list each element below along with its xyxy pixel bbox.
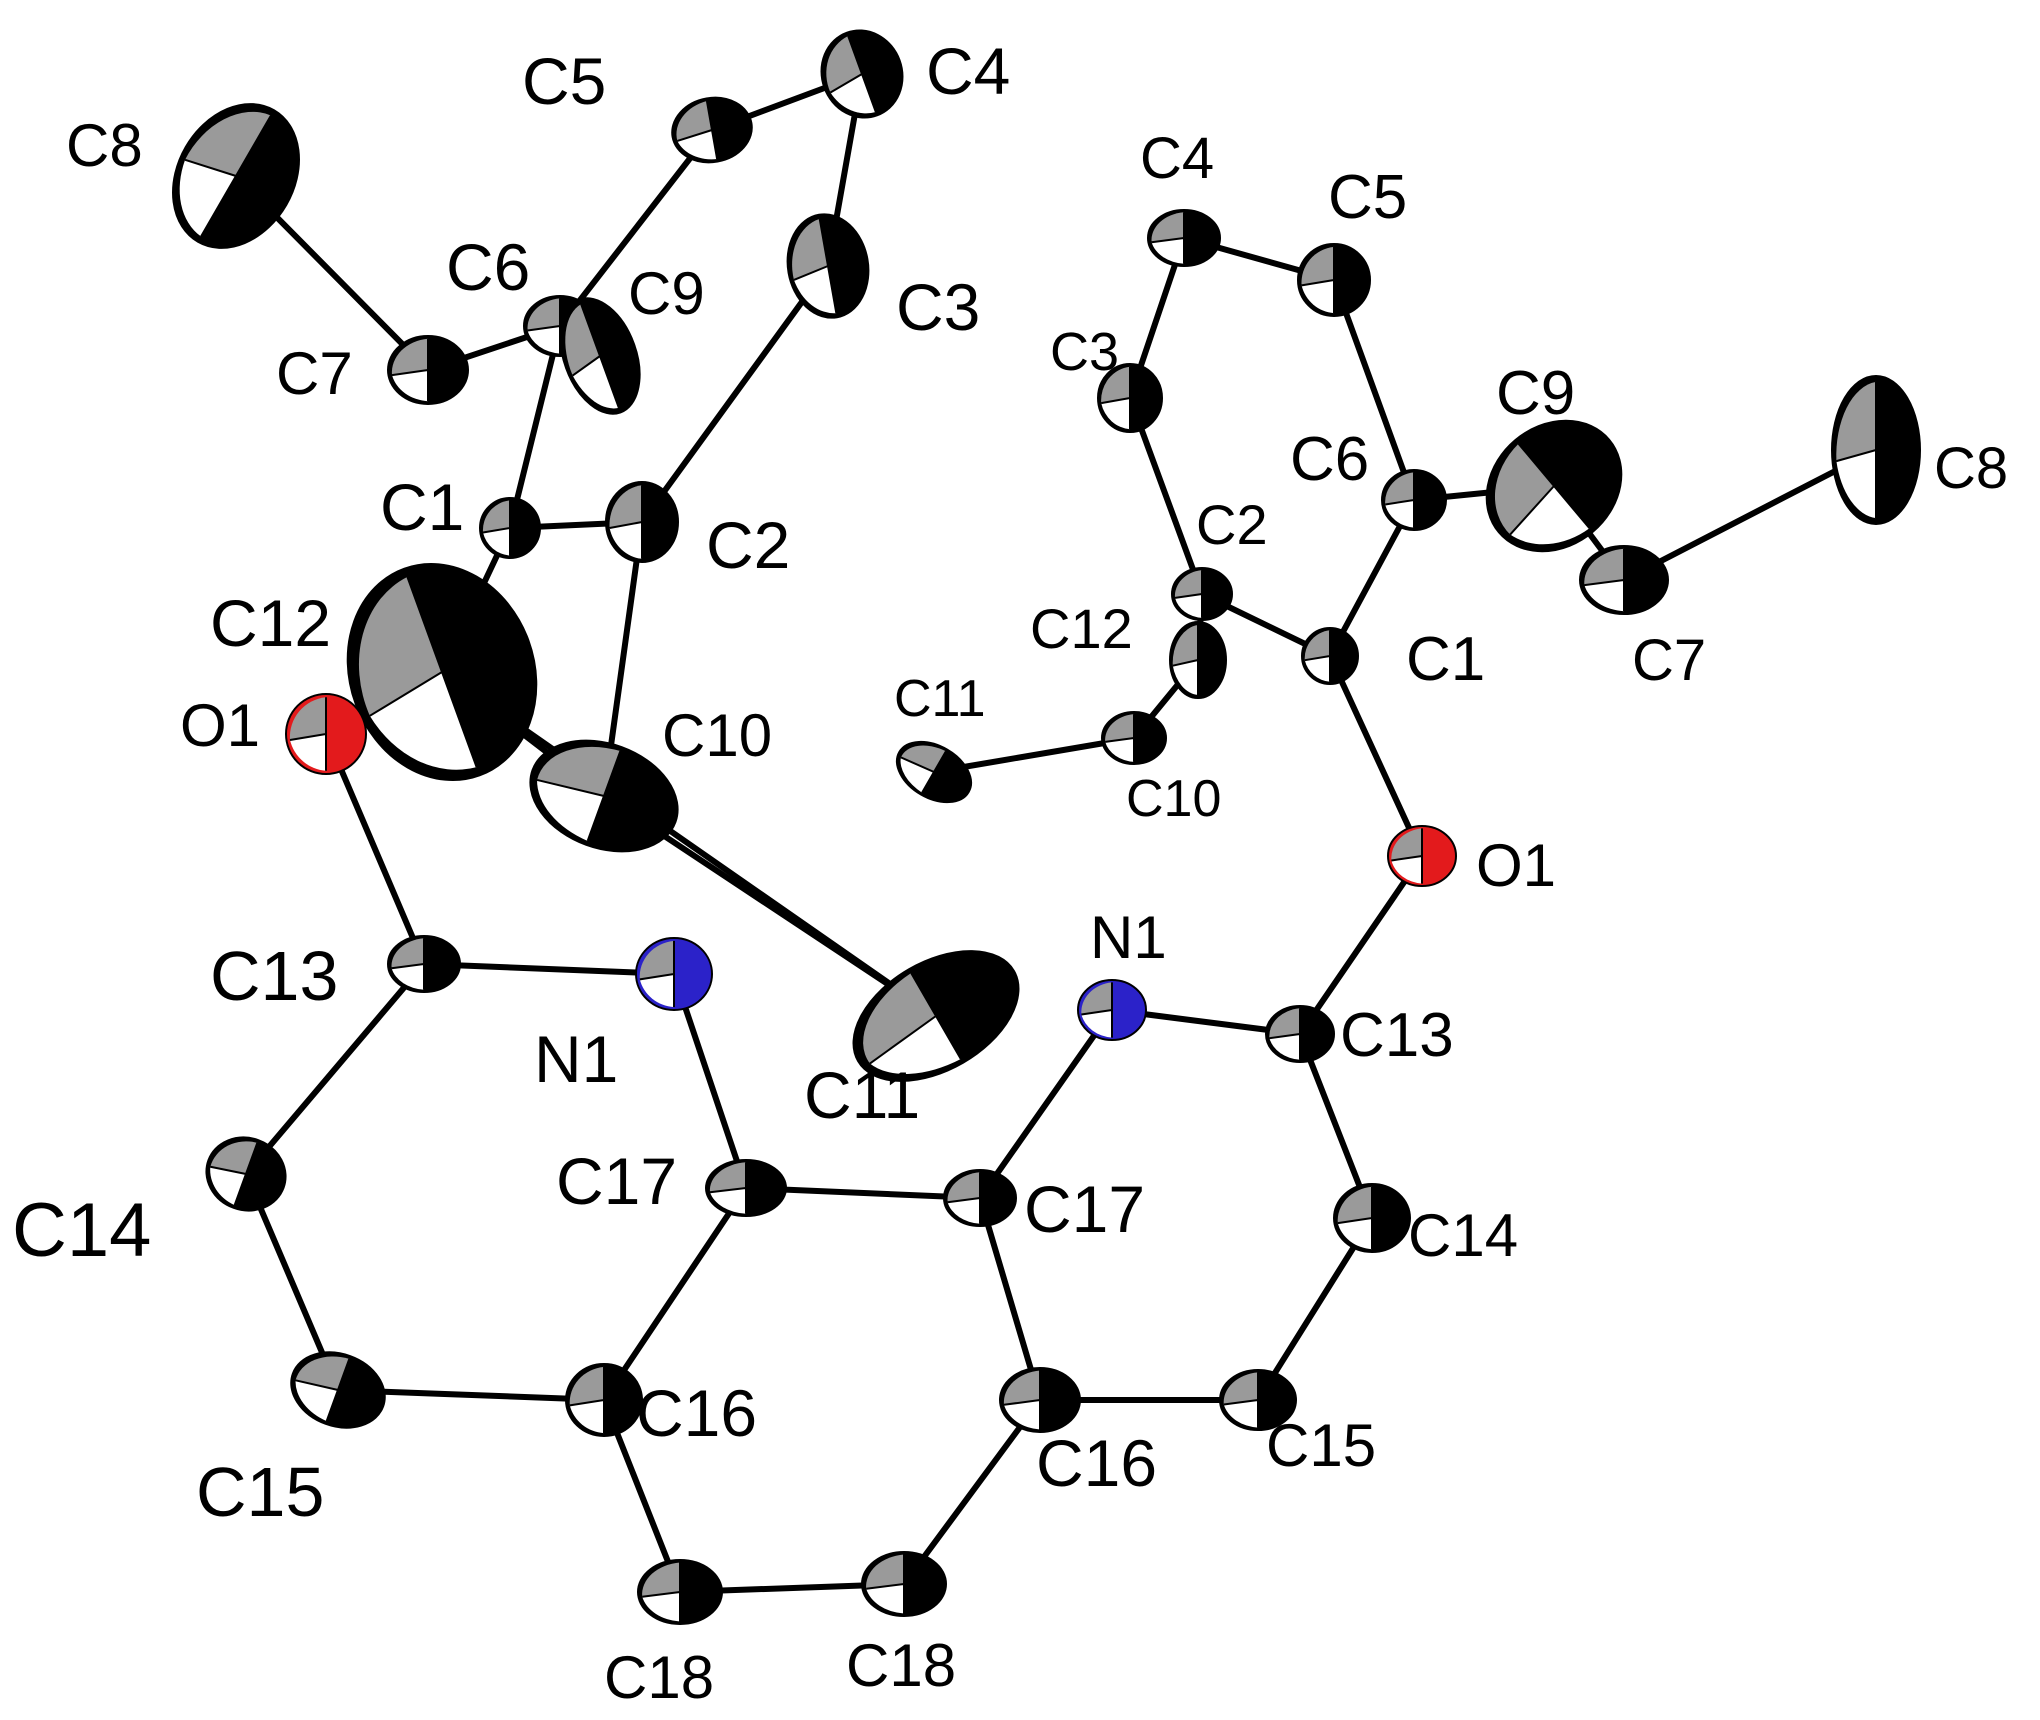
bond-l_c6-l_c1 <box>507 323 563 531</box>
atom-label-c6-left: C6 <box>446 230 530 304</box>
bond-l_c16-l_c17 <box>601 1185 749 1403</box>
label-layer: C5 C4 C8 C6 C9 C3 C7 C1 C2 C12 O1 C10 C1… <box>12 34 2008 1711</box>
atom-label-c4-left: C4 <box>926 34 1010 108</box>
atom-ellipsoid-l-c15 <box>290 1351 386 1429</box>
atom-ellipsoid-l-c10 <box>529 739 679 853</box>
atom-ellipsoid-l-c9 <box>559 297 641 415</box>
atom-ellipsoid-r-c15 <box>1219 1369 1297 1431</box>
atom-label-o1-left: O1 <box>180 692 260 759</box>
atom-label-c11-left: C11 <box>804 1058 920 1132</box>
atom-ellipsoid-r-c17 <box>943 1169 1017 1227</box>
bond-l_n1-l_c17 <box>671 971 749 1191</box>
atom-label-c13-left: C13 <box>210 937 338 1015</box>
bond-r_c16-r_c18 <box>901 1397 1043 1587</box>
atom-layer <box>172 29 1921 1625</box>
atom-ellipsoid-l-c13 <box>387 935 461 993</box>
atom-ellipsoid-r-c4 <box>1147 209 1221 267</box>
atom-label-c12-right: C12 <box>1030 597 1133 660</box>
bond-l_o1-l_c13 <box>323 731 427 967</box>
atom-ellipsoid-r-c10 <box>1101 711 1167 765</box>
atom-label-c5-left: C5 <box>522 44 606 118</box>
atom-ellipsoid-l-c5 <box>671 96 753 164</box>
atom-ellipsoid-l-c12 <box>346 562 538 782</box>
atom-label-c1-right: C1 <box>1406 625 1485 694</box>
bond-r_o1-r_c13 <box>1297 853 1425 1037</box>
atom-label-c6-right: C6 <box>1290 425 1369 494</box>
atom-label-c12-left: C12 <box>210 586 331 660</box>
atom-ellipsoid-r-c11 <box>896 740 972 804</box>
atom-ellipsoid-l-n1 <box>635 937 713 1011</box>
atom-ellipsoid-l-c4 <box>820 29 904 119</box>
atom-label-c18-right: C18 <box>846 1632 956 1699</box>
atom-ellipsoid-r-c5 <box>1297 243 1371 317</box>
atom-label-c1-left: C1 <box>380 470 464 544</box>
atom-ellipsoid-l-c2 <box>605 481 679 563</box>
atom-ellipsoid-r-c13 <box>1265 1005 1335 1063</box>
atom-label-n1-left: N1 <box>534 1022 618 1096</box>
atom-ellipsoid-l-c7 <box>387 335 469 405</box>
bond-l_c3-l_c2 <box>639 263 831 525</box>
atom-ellipsoid-r-c14 <box>1333 1183 1411 1253</box>
atom-label-c16-left: C16 <box>636 1376 757 1450</box>
atom-label-c14-right: C14 <box>1408 1202 1518 1269</box>
atom-ellipsoid-r-c16 <box>999 1367 1081 1433</box>
atom-ellipsoid-l-c8 <box>172 103 300 249</box>
atom-ellipsoid-l-c11 <box>852 950 1020 1082</box>
atom-label-c10-right: C10 <box>1126 770 1221 828</box>
atom-label-c14-left: C14 <box>12 1188 151 1273</box>
atom-ellipsoid-l-c1 <box>479 497 541 559</box>
atom-ellipsoid-l-c3 <box>786 213 870 319</box>
atom-label-c4-right: C4 <box>1140 126 1214 191</box>
atom-ellipsoid-l-c17 <box>705 1159 787 1217</box>
atom-ellipsoid-r-c9 <box>1485 419 1623 553</box>
atom-label-c5-right: C5 <box>1328 163 1407 232</box>
atom-label-c8-left: C8 <box>66 112 143 179</box>
atom-ellipsoid-r-c8 <box>1831 375 1921 525</box>
atom-label-c17-right: C17 <box>1024 1172 1145 1246</box>
atom-ellipsoid-l-c14 <box>205 1136 287 1212</box>
bond-l_c13-l_n1 <box>421 961 677 977</box>
atom-ellipsoid-l-c16 <box>565 1363 643 1437</box>
atom-label-c2-left: C2 <box>706 508 790 582</box>
atom-ellipsoid-r-c1 <box>1301 627 1359 685</box>
atom-label-c16-right: C16 <box>1036 1426 1157 1500</box>
atom-label-c9-right: C9 <box>1496 359 1575 428</box>
bond-r_c1-r_o1 <box>1327 653 1425 859</box>
atom-label-c15-right: C15 <box>1266 1412 1376 1479</box>
bond-r_n1-r_c17 <box>977 1007 1115 1201</box>
atom-label-c10-left: C10 <box>662 702 772 769</box>
atom-label-c18-left: C18 <box>604 1644 714 1711</box>
atom-ellipsoid-r-c7 <box>1579 545 1669 615</box>
bond-r_c10-r_c11 <box>931 735 1137 775</box>
atom-label-c7-left: C7 <box>276 340 353 407</box>
atom-label-n1-right: N1 <box>1090 904 1167 971</box>
atom-label-c15-left: C15 <box>196 1453 324 1531</box>
atom-ellipsoid-r-c3 <box>1097 363 1163 433</box>
bond-l_c13-l_c14 <box>243 961 427 1177</box>
bond-l_c5-l_c6 <box>557 127 715 329</box>
bond-r_c16-r_c17 <box>977 1195 1043 1403</box>
atom-ellipsoid-r-o1 <box>1387 825 1457 887</box>
atom-ellipsoid-r-c2 <box>1171 567 1233 621</box>
atom-label-c17-left: C17 <box>556 1144 677 1218</box>
atom-ellipsoid-l-c18 <box>637 1559 723 1625</box>
atom-label-c2-right: C2 <box>1196 493 1268 556</box>
atom-label-c3-left: C3 <box>896 270 980 344</box>
atom-label-c13-right: C13 <box>1340 1001 1454 1070</box>
atom-ellipsoid-r-c6 <box>1381 469 1447 531</box>
atom-ellipsoid-l-o1 <box>285 693 367 775</box>
atom-label-c9-left: C9 <box>628 260 705 327</box>
atom-label-c7-right: C7 <box>1632 628 1706 693</box>
atom-label-c3-right: C3 <box>1050 322 1119 382</box>
atom-ellipsoid-r-c12 <box>1169 621 1227 699</box>
bond-r_c5-r_c6 <box>1331 277 1417 503</box>
atom-ellipsoid-r-n1 <box>1077 979 1147 1041</box>
atom-label-o1-right: O1 <box>1476 832 1556 899</box>
atom-label-c8-right: C8 <box>1934 436 2008 501</box>
atom-ellipsoid-r-c18 <box>861 1551 947 1617</box>
atom-label-c11-right: C11 <box>894 670 986 728</box>
